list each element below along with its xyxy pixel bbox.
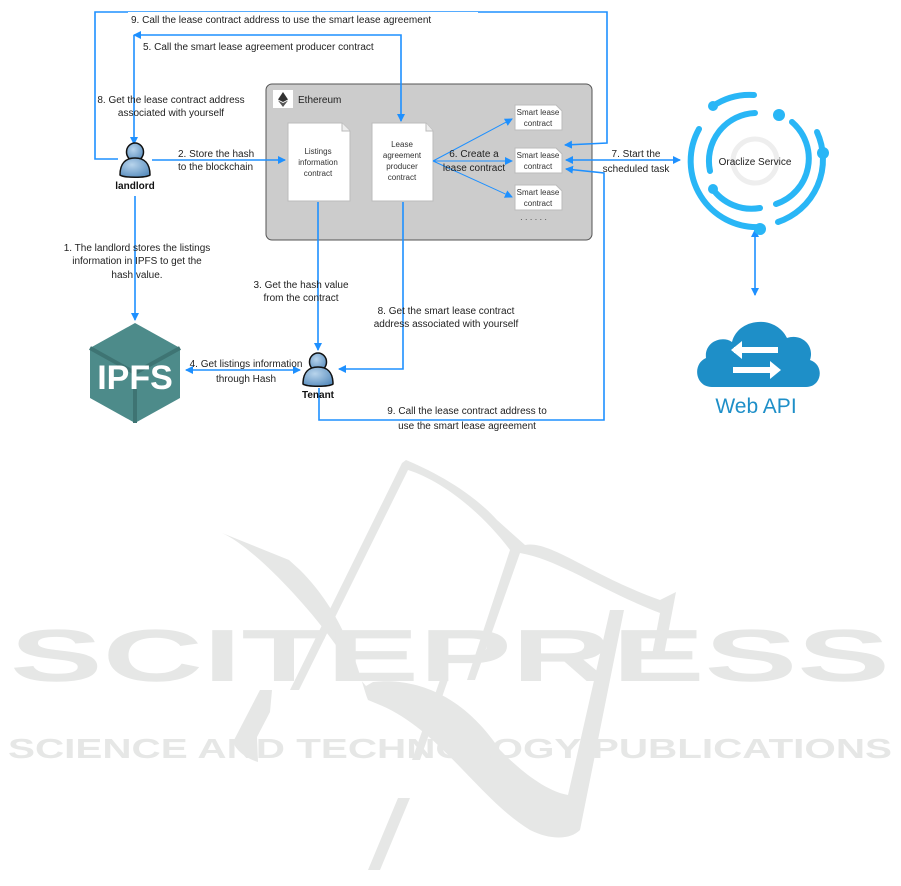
smart-lease-label: Smart lease [517,151,560,160]
step-5-label: 5. Call the smart lease agreement produc… [143,42,374,53]
step-3-label: 3. Get the hash value [253,280,349,291]
step-4-label: through Hash [216,374,276,385]
web-api-label: Web API [715,395,796,418]
step-1-label: information in IPFS to get the [72,256,202,267]
smart-lease-contract-3[interactable]: Smart lease contract [514,184,563,211]
step-1-label: hash value. [111,270,162,281]
smart-lease-label: contract [524,199,553,208]
oraclize-label: Oraclize Service [719,157,792,168]
flow-6-c [432,160,513,198]
step-2-label: to the blockchain [178,162,253,173]
step-8-tenant-label: 8. Get the smart lease contract [378,306,515,317]
step-3-label: from the contract [263,293,338,304]
tenant-actor[interactable]: Tenant [302,352,335,401]
landlord-label: landlord [115,181,154,192]
smart-lease-contract-1[interactable]: Smart lease contract [514,104,563,131]
ipfs-label: IPFS [97,359,173,397]
step-6-label: 6. Create a lease contract [443,149,505,174]
listings-contract-label: Listings [304,147,331,156]
step-8-tenant-label: address associated with yourself [374,319,519,330]
svg-text:6. Create a: 6. Create a [449,149,499,160]
producer-contract-label: Lease [391,140,413,149]
step-8-landlord-label: associated with yourself [118,108,224,119]
smart-lease-label: Smart lease [517,108,560,117]
svg-text:lease contract: lease contract [443,163,505,174]
smart-lease-label: Smart lease [517,188,560,197]
lease-producer-contract[interactable]: Lease agreement producer contract [371,122,434,202]
step-9-tenant-label: use the smart lease agreement [398,421,536,432]
landlord-actor[interactable]: landlord [115,142,155,192]
smart-lease-label: contract [524,162,553,171]
flow-8-tenant [338,202,404,373]
producer-contract-label: producer [386,162,418,171]
cloud-exchange-icon [697,321,820,387]
producer-contract-label: contract [388,173,417,182]
ipfs-cube-icon [89,323,181,423]
listings-information-contract[interactable]: Listings information contract [287,122,351,202]
step-2-label: 2. Store the hash [178,149,254,160]
watermark-book-icon [222,460,676,870]
svg-text:9. Call the lease contract add: 9. Call the lease contract address to us… [131,15,431,26]
listings-contract-label: information [298,158,338,167]
step-7-label: 7. Start the [612,149,661,160]
step-9-landlord-label: 9. Call the lease contract address to us… [128,12,478,26]
flow-6-a [432,118,513,162]
scitepress-watermark: SCITEPRESS SCIENCE AND TECHNOLOGY PUBLIC… [8,460,892,870]
tenant-label: Tenant [302,390,335,401]
listings-contract-label: contract [304,169,333,178]
step-9-tenant-label: 9. Call the lease contract address to [387,406,547,417]
web-api-node[interactable]: Web API [697,321,820,418]
ipfs-node[interactable]: IPFS [89,323,181,423]
smart-lease-contract-2[interactable]: Smart lease contract [514,147,563,174]
more-contracts-ellipsis: · · · · · · [520,215,547,224]
step-7-label: scheduled task [603,164,671,175]
smart-lease-label: contract [524,119,553,128]
person-icon [119,142,151,178]
step-4-label: 4. Get listings information [190,359,303,370]
watermark-brand: SCITEPRESS [10,614,890,697]
person-icon [302,352,334,387]
step-8-landlord-label: 8. Get the lease contract address [97,95,244,106]
watermark-tagline: SCIENCE AND TECHNOLOGY PUBLICATIONS [8,733,892,764]
flow-9-tenant [318,165,605,421]
step-1-label: 1. The landlord stores the listings [64,243,211,254]
oraclize-ring-icon [687,91,829,235]
oraclize-service[interactable]: Oraclize Service [687,91,829,235]
producer-contract-label: agreement [383,151,422,160]
flow-5 [133,31,405,122]
ethereum-title: Ethereum [298,95,341,106]
